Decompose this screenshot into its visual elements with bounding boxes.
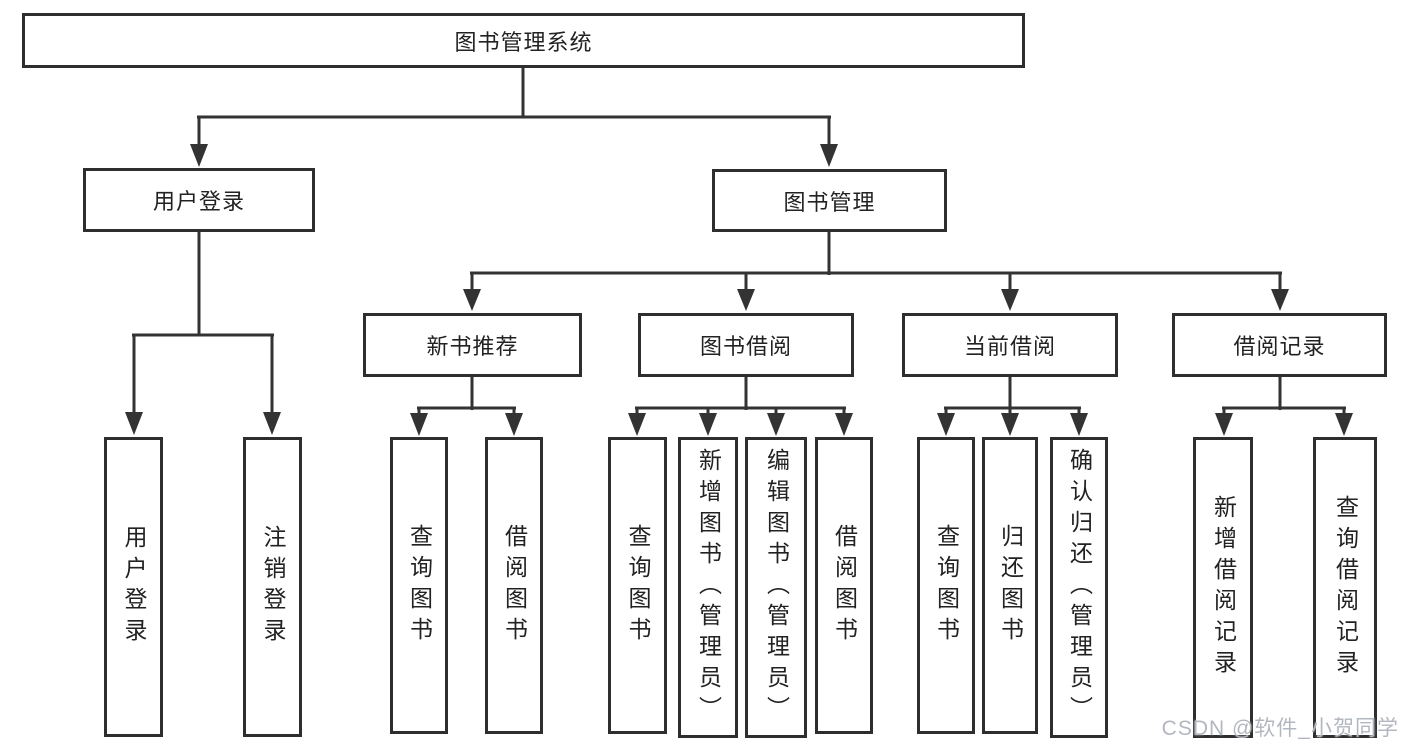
arrow-down-icon: [1215, 408, 1233, 436]
node-user-login: 用户登录: [83, 168, 315, 232]
node-borrowing-records: 借阅记录: [1172, 313, 1387, 377]
node-new-book-recommendation: 新书推荐: [363, 313, 582, 377]
node-label: 图书借阅: [699, 334, 792, 359]
node-leaf-query-books-2: 查询图书: [608, 437, 667, 734]
node-label: 图书管理系统: [454, 29, 593, 55]
arrow-down-icon: [1271, 273, 1289, 311]
node-label: 确认归还（管理员）: [1066, 448, 1093, 727]
node-label: 查询借阅记录: [1332, 494, 1359, 681]
node-leaf-add-books-admin: 新增图书（管理员）: [678, 437, 738, 738]
arrow-down-icon: [1001, 408, 1019, 436]
node-leaf-borrow-books-2: 借阅图书: [815, 437, 873, 734]
arrow-down-icon: [767, 408, 785, 436]
arrow-down-icon: [505, 408, 523, 436]
node-label: 借阅图书: [501, 523, 528, 648]
node-label: 编辑图书（管理员）: [763, 448, 790, 727]
node-leaf-query-books-3: 查询图书: [917, 437, 975, 734]
arrow-down-icon: [190, 117, 208, 167]
node-label: 用户登录: [121, 525, 147, 649]
node-label: 查询图书: [406, 523, 433, 648]
node-label: 借阅记录: [1233, 334, 1326, 359]
arrow-down-icon: [937, 408, 955, 436]
arrow-down-icon: [628, 408, 646, 436]
node-current-borrowing: 当前借阅: [902, 313, 1118, 377]
node-label: 新增借阅记录: [1210, 494, 1237, 681]
node-label: 用户登录: [152, 189, 245, 214]
node-leaf-confirm-return-admin: 确认归还（管理员）: [1050, 437, 1108, 738]
arrow-down-icon: [820, 117, 838, 167]
node-label: 当前借阅: [963, 334, 1056, 359]
arrow-down-icon: [463, 273, 481, 311]
arrow-down-icon: [1001, 273, 1019, 311]
node-label: 新增图书（管理员）: [695, 448, 722, 727]
node-book-management: 图书管理: [712, 169, 947, 232]
node-label: 归还图书: [997, 523, 1024, 648]
node-leaf-borrow-books-1: 借阅图书: [485, 437, 543, 734]
node-leaf-logout: 注销登录: [243, 437, 302, 737]
node-label: 图书管理: [783, 189, 876, 215]
node-label: 查询图书: [933, 523, 960, 648]
arrow-down-icon: [410, 408, 428, 436]
node-label: 注销登录: [260, 525, 286, 649]
arrow-down-icon: [737, 273, 755, 311]
arrow-down-icon: [699, 408, 717, 436]
arrow-down-icon: [125, 335, 143, 435]
node-leaf-user-login: 用户登录: [104, 437, 163, 737]
arrow-down-icon: [1335, 408, 1353, 436]
node-leaf-return-books: 归还图书: [982, 437, 1038, 734]
arrow-down-icon: [263, 335, 281, 435]
node-label: 新书推荐: [426, 334, 519, 359]
watermark-text: CSDN @软件_小贺同学: [1161, 717, 1399, 740]
node-leaf-query-borrow-record: 查询借阅记录: [1313, 437, 1377, 738]
node-leaf-add-borrow-record: 新增借阅记录: [1193, 437, 1253, 738]
arrow-down-icon: [835, 408, 853, 436]
node-label: 查询图书: [625, 523, 651, 648]
node-book-borrowing: 图书借阅: [638, 313, 854, 377]
node-leaf-edit-books-admin: 编辑图书（管理员）: [745, 437, 807, 738]
arrow-down-icon: [1070, 408, 1088, 436]
node-leaf-query-books-1: 查询图书: [390, 437, 448, 734]
node-label: 借阅图书: [831, 523, 858, 648]
node-library-management-system: 图书管理系统: [22, 13, 1025, 68]
